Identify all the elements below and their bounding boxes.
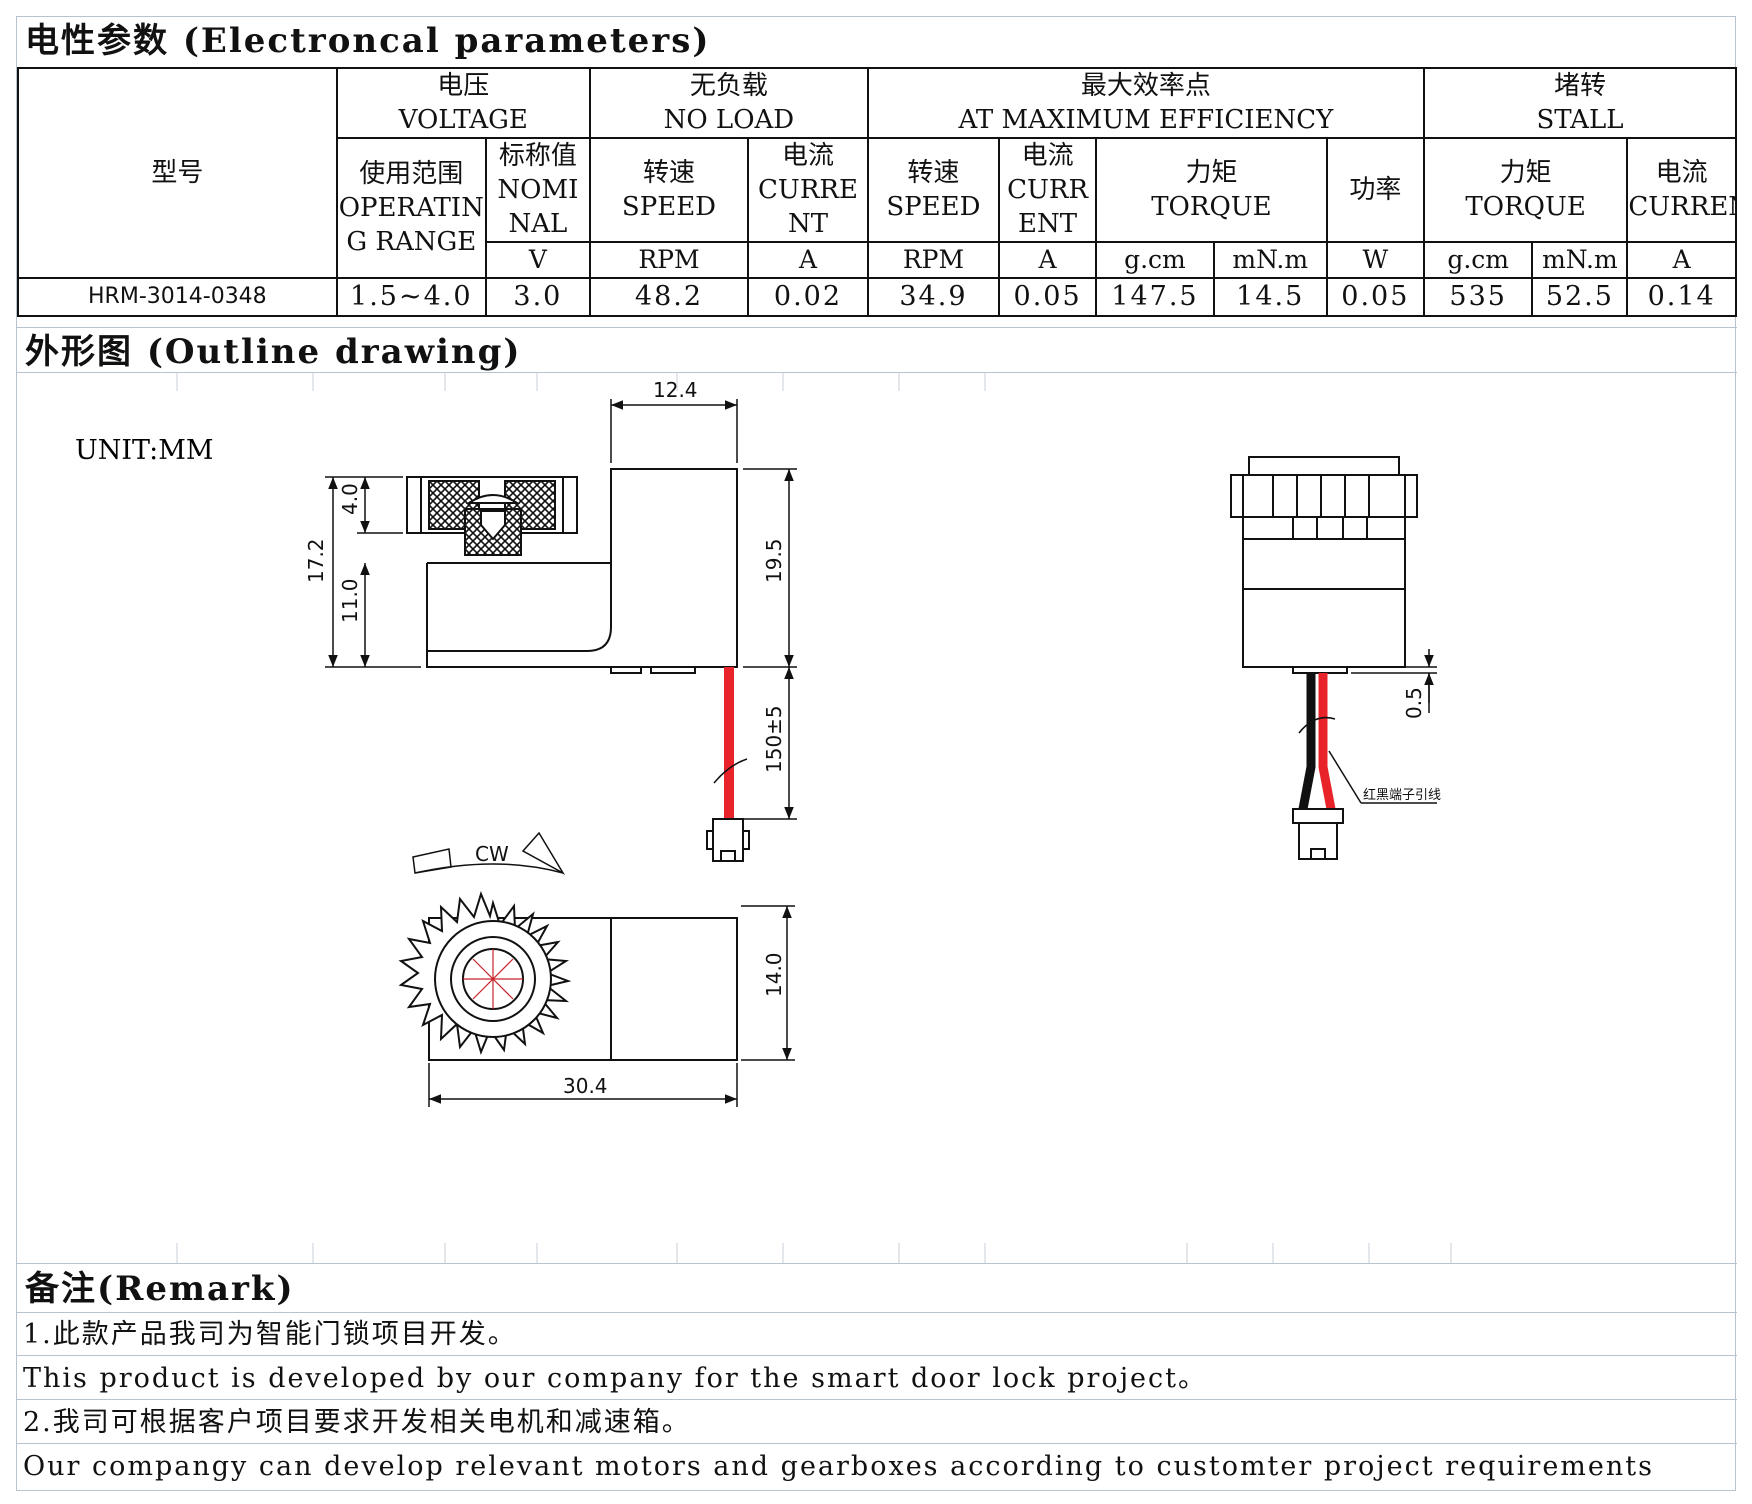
st-current-header: 电流 CURRENT (1626, 137, 1737, 243)
end-view-wires (1298, 673, 1336, 810)
unit-label: UNIT:MM (75, 435, 213, 466)
unit-me-speed: RPM (866, 241, 1000, 279)
nl-speed-header: 转速 SPEED (588, 137, 750, 243)
rotation-label: CW (475, 842, 509, 866)
outline-title: 外形图 (Outline drawing) (17, 327, 1737, 373)
grid-ticks (176, 373, 1452, 1263)
cell-st-torque-mn: 52.5 (1531, 277, 1629, 317)
remark-line-2: This product is developed by our company… (17, 1357, 1737, 1400)
maxeff-header: 最大效率点 AT MAXIMUM EFFICIENCY (866, 67, 1425, 139)
unit-st-torque-mn: mN.m (1531, 241, 1629, 279)
dim-bottom-width: 30.4 (563, 1074, 608, 1098)
nl-current-header: 电流 CURRENT (747, 137, 869, 243)
cell-me-power: 0.05 (1325, 277, 1425, 317)
end-dims (1328, 649, 1437, 804)
cell-st-torque-g: 535 (1422, 277, 1534, 317)
noload-header: 无负载 NO LOAD (588, 67, 869, 139)
side-view (406, 468, 750, 862)
stall-header: 堵转 STALL (1422, 67, 1738, 139)
cell-model: HRM-3014-0348 (17, 277, 338, 317)
dim-gear-height: 4.0 (338, 483, 362, 515)
voltage-header: 电压 VOLTAGE (335, 67, 591, 139)
electrical-title: 电性参数 (Electroncal parameters) (25, 21, 711, 61)
side-dims (325, 399, 797, 820)
cell-op-range: 1.5~4.0 (335, 277, 487, 317)
electrical-table: 型号 电压 VOLTAGE 无负载 NO LOAD 最大效率点 AT MAXIM… (17, 67, 1738, 317)
nominal-header: 标称值 NOMINAL (484, 137, 591, 243)
bottom-view (398, 891, 738, 1061)
rotation-indicator (412, 831, 566, 875)
dim-top-width: 12.4 (653, 378, 698, 402)
unit-st-current: A (1626, 241, 1737, 279)
unit-me-torque-g: g.cm (1095, 241, 1215, 279)
dim-side-gap: 0.5 (1402, 687, 1426, 719)
cell-me-torque-g: 147.5 (1095, 277, 1215, 317)
dim-bottom-height: 14.0 (762, 952, 786, 997)
unit-nl-current: A (747, 241, 869, 279)
cell-nl-speed: 48.2 (588, 277, 750, 317)
cell-nl-current: 0.02 (747, 277, 869, 317)
model-header: 型号 (17, 67, 338, 279)
unit-me-power: W (1325, 241, 1425, 279)
remark-line-1: 1.此款产品我司为智能门锁项目开发。 (17, 1313, 1737, 1356)
dim-body-height: 11.0 (338, 578, 362, 623)
unit-me-torque-mn: mN.m (1212, 241, 1328, 279)
op-range-header: 使用范围 OPERATING RANGE (335, 137, 487, 279)
table-row: HRM-3014-0348 1.5~4.0 3.0 48.2 0.02 34.9… (17, 277, 1737, 317)
unit-me-current: A (997, 241, 1098, 279)
remark-line-3: 2.我司可根据客户项目要求开发相关电机和减速箱。 (17, 1401, 1737, 1444)
remark-line-4: Our compangy can develop relevant motors… (23, 1451, 1654, 1482)
cell-me-current: 0.05 (997, 277, 1098, 317)
outline-drawing: UNIT:MM (17, 373, 1737, 1263)
remark-title: 备注(Remark) (17, 1263, 1737, 1313)
wire-red (724, 667, 734, 819)
end-view (1230, 456, 1418, 674)
cell-me-speed: 34.9 (866, 277, 1000, 317)
outline-drawing-svg: UNIT:MM (75, 373, 1452, 1263)
dim-wire-length: 150±5 (762, 705, 786, 773)
cell-me-torque-mn: 14.5 (1212, 277, 1328, 317)
me-speed-header: 转速 SPEED (866, 137, 1000, 243)
dim-left-total: 17.2 (304, 538, 328, 583)
datasheet: 电性参数 (Electroncal parameters) 型号 电压 VOLT… (16, 16, 1738, 1491)
cell-nominal: 3.0 (484, 277, 591, 317)
cell-st-current: 0.14 (1626, 277, 1737, 317)
me-power-header: 功率 (1325, 137, 1425, 243)
me-torque-header: 力矩 TORQUE (1095, 137, 1328, 243)
wire-note: 红黑端子引线 (1363, 787, 1441, 803)
unit-st-torque-g: g.cm (1422, 241, 1534, 279)
end-view-connector (1292, 808, 1344, 860)
me-current-header: 电流 CURRENT (997, 137, 1098, 243)
st-torque-header: 力矩 TORQUE (1422, 137, 1629, 243)
dim-right-height: 19.5 (762, 538, 786, 583)
unit-nl-speed: RPM (588, 241, 750, 279)
bottom-dims (428, 905, 795, 1107)
unit-nominal: V (484, 241, 591, 279)
